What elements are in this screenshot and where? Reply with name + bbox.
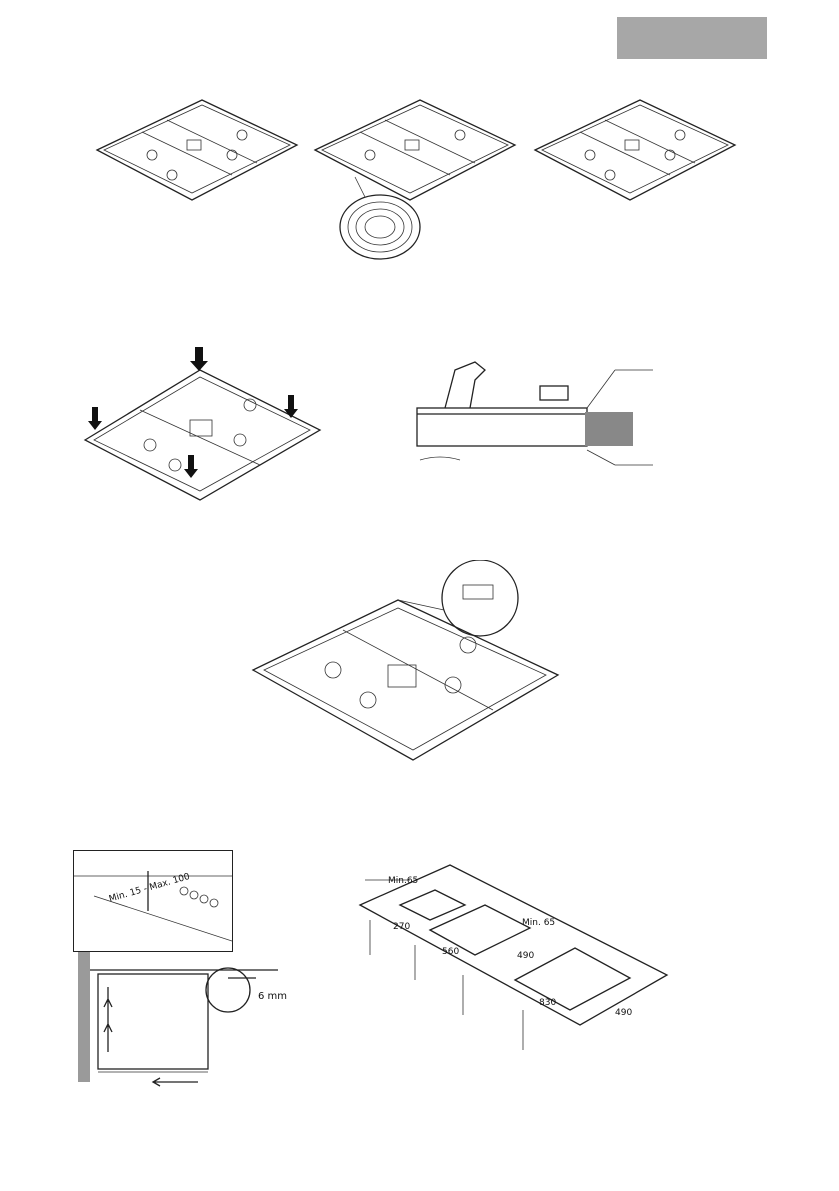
- dim-830-label: 830: [539, 998, 556, 1008]
- seal-cross-section-illustration: [405, 340, 655, 470]
- hob-step-2-illustration: [310, 95, 520, 265]
- ventilation-section-illustration: [78, 952, 278, 1092]
- clearance-detail-illustration: [73, 850, 233, 952]
- hob-bracket-fitting-illustration: [248, 560, 568, 770]
- worktop-cutout-diagram: [355, 860, 673, 1060]
- min-right-label: Min. 65: [522, 918, 555, 928]
- hob-step-1-illustration: [92, 95, 302, 210]
- gap-label: 6 mm: [258, 991, 287, 1002]
- hob-step-3-illustration: [530, 95, 740, 210]
- dim-560-label: 560: [442, 947, 459, 957]
- dim-490-a-label: 490: [517, 951, 534, 961]
- dim-490-b-label: 490: [615, 1008, 632, 1018]
- dim-270-label: 270: [393, 922, 410, 932]
- min-left-label: Min.65: [388, 876, 418, 886]
- section-tab: [617, 17, 767, 59]
- hob-clamp-positions-illustration: [80, 345, 325, 505]
